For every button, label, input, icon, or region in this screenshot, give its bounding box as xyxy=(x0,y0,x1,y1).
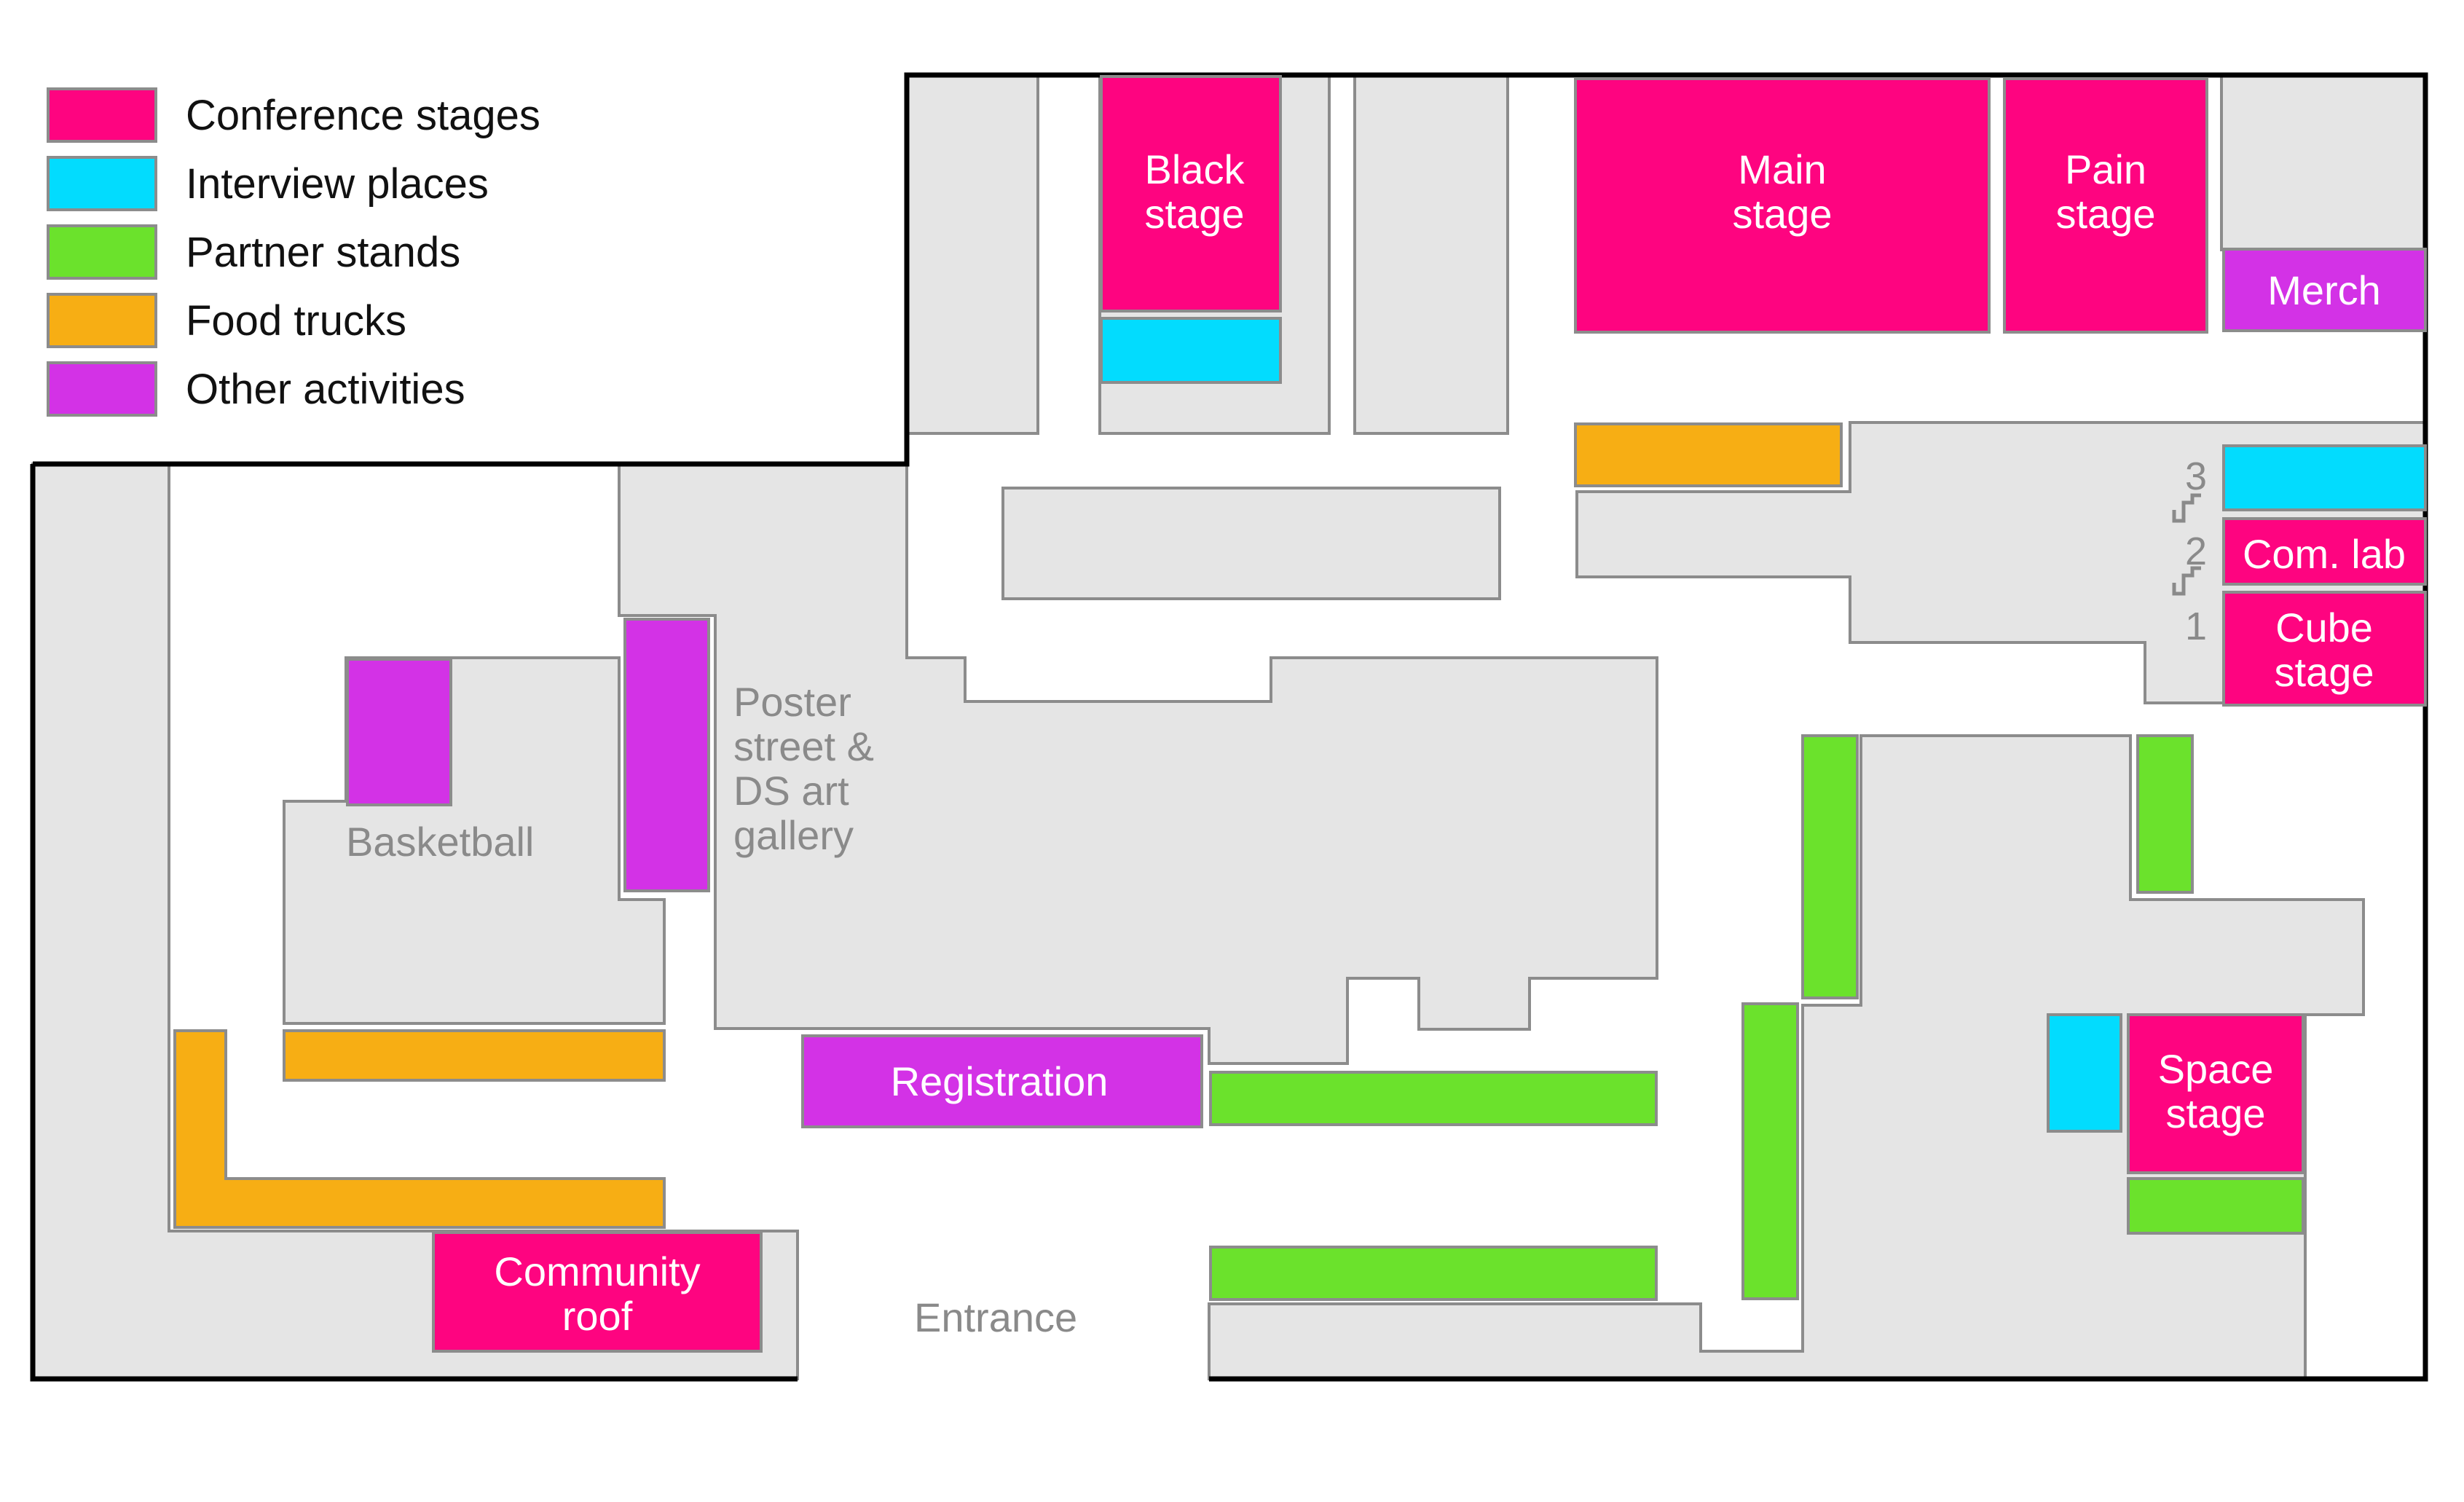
food-truck-1[interactable] xyxy=(1574,422,1843,487)
merch-label: Merch xyxy=(2267,267,2381,313)
area-poster-street xyxy=(618,463,1658,1065)
space-stage-label: Space xyxy=(2158,1046,2274,1092)
stage-labels: Black stage Main stage Pain stage Merch … xyxy=(494,146,2406,1339)
black-stage[interactable] xyxy=(1100,75,1282,312)
legend-label-conference: Conference stages xyxy=(186,92,540,139)
area-top-right-strip xyxy=(2220,74,2427,251)
registration[interactable] xyxy=(801,1034,1203,1128)
interview-place-black[interactable] xyxy=(1100,317,1282,384)
conference-stages xyxy=(432,75,2427,1353)
partner-stand-5[interactable] xyxy=(2136,734,2194,894)
partner-stands xyxy=(1209,734,2304,1301)
legend-swatch-food xyxy=(47,293,157,348)
main-stage[interactable] xyxy=(1574,77,1991,334)
floor-3-label: 3 xyxy=(2185,455,2207,498)
activity-strip[interactable] xyxy=(623,618,710,892)
legend: Conference stages Interview places Partn… xyxy=(47,87,540,417)
main-stage-label-2: stage xyxy=(1733,191,1833,237)
legend-swatch-other xyxy=(47,361,157,417)
community-roof[interactable] xyxy=(432,1231,763,1353)
com-lab[interactable] xyxy=(2222,517,2427,586)
pain-stage-label-2: stage xyxy=(2056,191,2156,237)
food-truck-3[interactable] xyxy=(173,1029,666,1229)
partner-stand-1[interactable] xyxy=(1209,1071,1658,1126)
building-outline xyxy=(30,72,2428,1382)
interview-places xyxy=(1100,317,2427,1133)
partner-stand-2[interactable] xyxy=(1209,1246,1658,1301)
interview-place-floor3[interactable] xyxy=(2222,444,2427,511)
cube-stage[interactable] xyxy=(2222,591,2427,707)
poster-street-label: Poster xyxy=(733,679,851,725)
area-middle-building xyxy=(1353,74,1509,435)
legend-label-interview: Interview places xyxy=(186,160,489,208)
space-stage[interactable] xyxy=(2127,1013,2304,1174)
legend-label-other: Other activities xyxy=(186,366,465,413)
food-trucks xyxy=(173,422,1843,1229)
floor-2-label: 2 xyxy=(2185,530,2207,573)
food-truck-2[interactable] xyxy=(283,1029,666,1082)
partner-stand-4[interactable] xyxy=(1741,1002,1799,1300)
legend-swatch-conference xyxy=(47,87,157,143)
basketball-label: Basketball xyxy=(346,819,534,865)
floor-1-label: 1 xyxy=(2185,605,2207,648)
poster-street-label-2: street & xyxy=(733,723,874,769)
legend-swatch-partner xyxy=(47,224,157,280)
legend-swatch-interview xyxy=(47,156,157,211)
floor-numbers: 3 2 1 xyxy=(2185,455,2207,648)
black-stage-label-2: stage xyxy=(1145,191,1245,237)
interview-place-space[interactable] xyxy=(2047,1013,2122,1133)
area-top-left-strip xyxy=(905,74,1039,435)
community-roof-label-2: roof xyxy=(562,1293,633,1339)
cube-stage-label: Cube xyxy=(2275,605,2373,650)
legend-label-partner: Partner stands xyxy=(186,229,460,276)
stairs-icon xyxy=(2172,493,2201,596)
other-activities xyxy=(346,248,2427,1128)
black-stage-label: Black xyxy=(1145,146,1245,192)
pain-stage[interactable] xyxy=(2003,77,2208,334)
area-center-bar xyxy=(1001,487,1501,600)
poster-street-label-4: gallery xyxy=(733,812,854,858)
cube-stage-label-2: stage xyxy=(2275,649,2374,695)
main-stage-label: Main xyxy=(1738,146,1826,192)
com-lab-label: Com. lab xyxy=(2243,531,2406,577)
entrance-label: Entrance xyxy=(914,1294,1077,1340)
community-roof-label: Community xyxy=(494,1249,700,1294)
legend-label-food: Food trucks xyxy=(186,297,406,345)
merch[interactable] xyxy=(2222,248,2427,332)
registration-label: Registration xyxy=(891,1058,1109,1104)
area-labels: Basketball Poster street & DS art galler… xyxy=(346,679,1077,1340)
partner-stand-6[interactable] xyxy=(2127,1177,2304,1235)
basketball-activity[interactable] xyxy=(346,658,452,806)
pain-stage-label: Pain xyxy=(2065,146,2146,192)
partner-stand-3[interactable] xyxy=(1801,734,1859,999)
space-stage-label-2: stage xyxy=(2166,1090,2266,1136)
poster-street-label-3: DS art xyxy=(733,768,849,814)
